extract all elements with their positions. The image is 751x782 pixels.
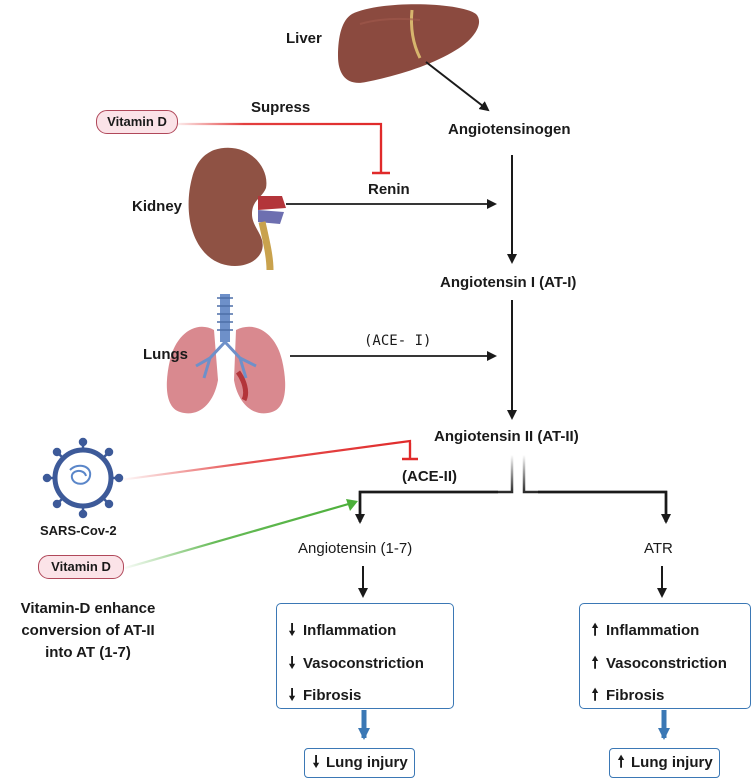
arrow-down-icon: 🠗 xyxy=(288,687,296,704)
arrow-up-icon: 🠕 xyxy=(591,622,599,639)
enhance-vitamin-d-ang17 xyxy=(124,501,353,570)
lung-injury-decreased: 🠗 Lung injury xyxy=(304,748,415,778)
note-line-3: into AT (1-7) xyxy=(45,644,131,661)
effect-row: 🠗 Fibrosis xyxy=(285,684,362,711)
effect-label: Fibrosis xyxy=(606,687,665,704)
arrow-up-icon: 🠕 xyxy=(591,655,599,672)
liver-label: Liver xyxy=(286,30,322,47)
arrow-up-icon: 🠕 xyxy=(591,687,599,704)
effect-row: 🠕 Fibrosis xyxy=(588,684,665,711)
effect-label: Vasoconstriction xyxy=(606,655,727,672)
arrow-liver-to-angiotensinogen xyxy=(425,61,490,112)
branch-left xyxy=(358,452,514,522)
branch-left-tail xyxy=(355,490,498,524)
kidney-label: Kidney xyxy=(132,198,183,215)
branch-right-tail xyxy=(538,490,671,524)
effect-row: 🠗 Vasoconstriction xyxy=(285,652,424,679)
inhibit-virus-ace2 xyxy=(119,439,412,482)
lungs-label: Lungs xyxy=(143,346,188,363)
angiotensinogen-label: Angiotensinogen xyxy=(448,121,571,138)
branch-right xyxy=(522,452,668,522)
arrow-down-icon: 🠗 xyxy=(288,622,296,639)
lung-injury-increased: 🠕 Lung injury xyxy=(609,748,720,778)
effect-row: 🠗 Inflammation xyxy=(285,619,397,646)
vitamin-d-bottom-badge: Vitamin D xyxy=(38,555,124,579)
ace2-label: (ACE-II) xyxy=(402,468,457,485)
vitamin-d-top-badge: Vitamin D xyxy=(96,110,178,134)
effect-label: Fibrosis xyxy=(303,687,362,704)
angiotensin-2-label: Angiotensin II (AT-II) xyxy=(434,428,579,445)
vitamin-d-note: Vitamin-D enhance conversion of AT-II in… xyxy=(0,598,176,664)
effect-label: Inflammation xyxy=(303,622,397,639)
kidney-illustration xyxy=(188,147,286,271)
ang17-effects-box: 🠗 Inflammation 🠗 Vasoconstriction 🠗 Fibrosi… xyxy=(276,603,454,709)
effect-row: 🠕 Inflammation xyxy=(588,619,700,646)
lungs-illustration xyxy=(166,294,286,414)
arrow-up-icon: 🠕 xyxy=(617,754,625,771)
arrow-down-icon: 🠗 xyxy=(288,655,296,672)
angiotensin-1-7-label: Angiotensin (1-7) xyxy=(298,540,413,557)
atr-label: ATR xyxy=(644,540,673,557)
virus-illustration xyxy=(42,437,124,519)
supress-label: Supress xyxy=(251,99,311,116)
effect-label: Inflammation xyxy=(606,622,700,639)
note-line-2: conversion of AT-II xyxy=(21,622,155,639)
effect-label: Vasoconstriction xyxy=(303,655,424,672)
lung-injury-label: Lung injury xyxy=(326,754,408,771)
angiotensin-1-label: Angiotensin I (AT-I) xyxy=(440,274,577,291)
lung-injury-label: Lung injury xyxy=(631,754,713,771)
atr-effects-box: 🠕 Inflammation 🠕 Vasoconstriction 🠕 Fibrosi… xyxy=(579,603,751,709)
renin-label: Renin xyxy=(368,181,410,198)
sars-cov-2-label: SARS-Cov-2 xyxy=(40,523,117,538)
effect-row: 🠕 Vasoconstriction xyxy=(588,652,727,679)
liver-illustration xyxy=(338,4,480,83)
ace1-label: (ACE- I) xyxy=(364,333,432,349)
note-line-1: Vitamin-D enhance xyxy=(20,600,156,617)
arrow-down-icon: 🠗 xyxy=(312,754,320,771)
